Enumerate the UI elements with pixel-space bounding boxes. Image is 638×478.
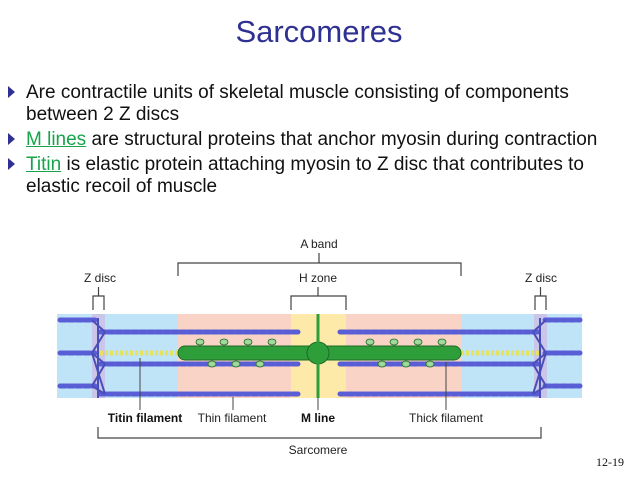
z-disc-left-label: Z disc [84,271,116,285]
thin-filaments [57,317,583,397]
sarcomere-label: Sarcomere [289,443,348,457]
thin-filament-label: Thin filament [198,411,267,425]
bullet-list: Are contractile units of skeletal muscle… [6,82,626,201]
bullet-text: is elastic protein attaching myosin to Z… [26,154,584,197]
thick-filament-label: Thick filament [409,411,484,425]
a-band-label: A band [300,237,337,251]
z-disc-right-label: Z disc [525,271,557,285]
slide-number: 12-19 [596,455,624,469]
bullet-item: M lines are structural proteins that anc… [6,129,626,151]
titin-filament-label: Titin filament [108,411,182,425]
bullet-item: Titin is elastic protein attaching myosi… [6,154,626,198]
bullet-arrow-icon [8,133,15,145]
sarcomere-diagram: A band Z disc H zone Z disc [57,237,583,457]
titin-link[interactable]: Titin [26,154,62,175]
leader-lines [139,358,447,410]
sarcomere-bracket [97,427,542,439]
myosin-heads [195,338,447,368]
slide-title: Sarcomeres [235,14,403,49]
bullet-arrow-icon [8,86,15,98]
h-zone-label: H zone [299,271,337,285]
z-disc-right [532,318,547,398]
bullet-text: Are contractile units of skeletal muscle… [26,82,569,125]
z-disc-right-bracket [534,295,547,310]
bullet-item: Are contractile units of skeletal muscle… [6,82,626,126]
z-disc-left [91,318,106,398]
bullet-text: are structural proteins that anchor myos… [86,129,598,150]
z-disc-left-bracket [92,295,105,310]
bullet-arrow-icon [8,158,15,170]
m-lines-link[interactable]: M lines [26,129,87,150]
m-line-label: M line [301,411,335,425]
h-zone-bracket [290,295,347,310]
